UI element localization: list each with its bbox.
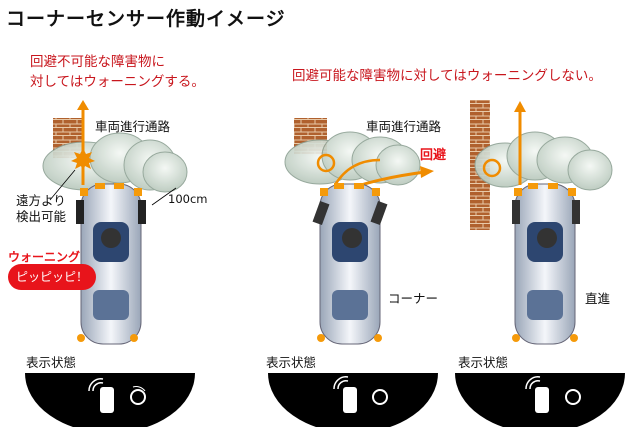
path-label-middle: 車両進行通路 (366, 119, 442, 134)
display-label-right: 表示状態 (458, 355, 509, 370)
car-right (512, 183, 580, 345)
corner-label: コーナー (388, 291, 439, 306)
far-label-line2: 検出可能 (16, 209, 67, 224)
right-caption: 回避可能な障害物に対してはウォーニングしない。 (292, 68, 602, 84)
left-caption: 回避不可能な障害物に 対してはウォーニングする。 (30, 52, 205, 92)
display-panel-middle (268, 373, 438, 427)
car-display-icon (100, 387, 114, 413)
straight-label: 直進 (585, 291, 611, 306)
sensors-left (77, 183, 142, 342)
distance-line (151, 187, 177, 206)
sonar-wave-icon (88, 378, 104, 392)
steering-wheel-icon (130, 389, 146, 405)
distance-label: 100cm (168, 192, 208, 206)
left-caption-line2: 対してはウォーニングする。 (30, 74, 205, 90)
car-left (76, 183, 146, 345)
collision-star-icon (71, 148, 95, 172)
path-label-left: 車両進行通路 (95, 119, 171, 134)
left-caption-line1: 回避不可能な障害物に (30, 54, 165, 70)
display-label-middle: 表示状態 (266, 355, 317, 370)
pointer-line (49, 169, 76, 201)
display-label-left: 表示状態 (26, 355, 77, 370)
display-panel-right (455, 373, 625, 427)
car-middle (312, 183, 388, 345)
avoid-label: 回避 (420, 148, 447, 163)
far-detect-label: 遠方より 検出可能 (16, 193, 66, 225)
beep-bubble: ピッピッピ！ (8, 264, 96, 290)
page-title: コーナーセンサー作動イメージ (6, 8, 286, 30)
obstacle-marker (316, 153, 336, 173)
warning-label: ウォーニング (8, 250, 81, 264)
display-panel-left (25, 373, 195, 427)
far-label-line1: 遠方より (16, 193, 66, 208)
